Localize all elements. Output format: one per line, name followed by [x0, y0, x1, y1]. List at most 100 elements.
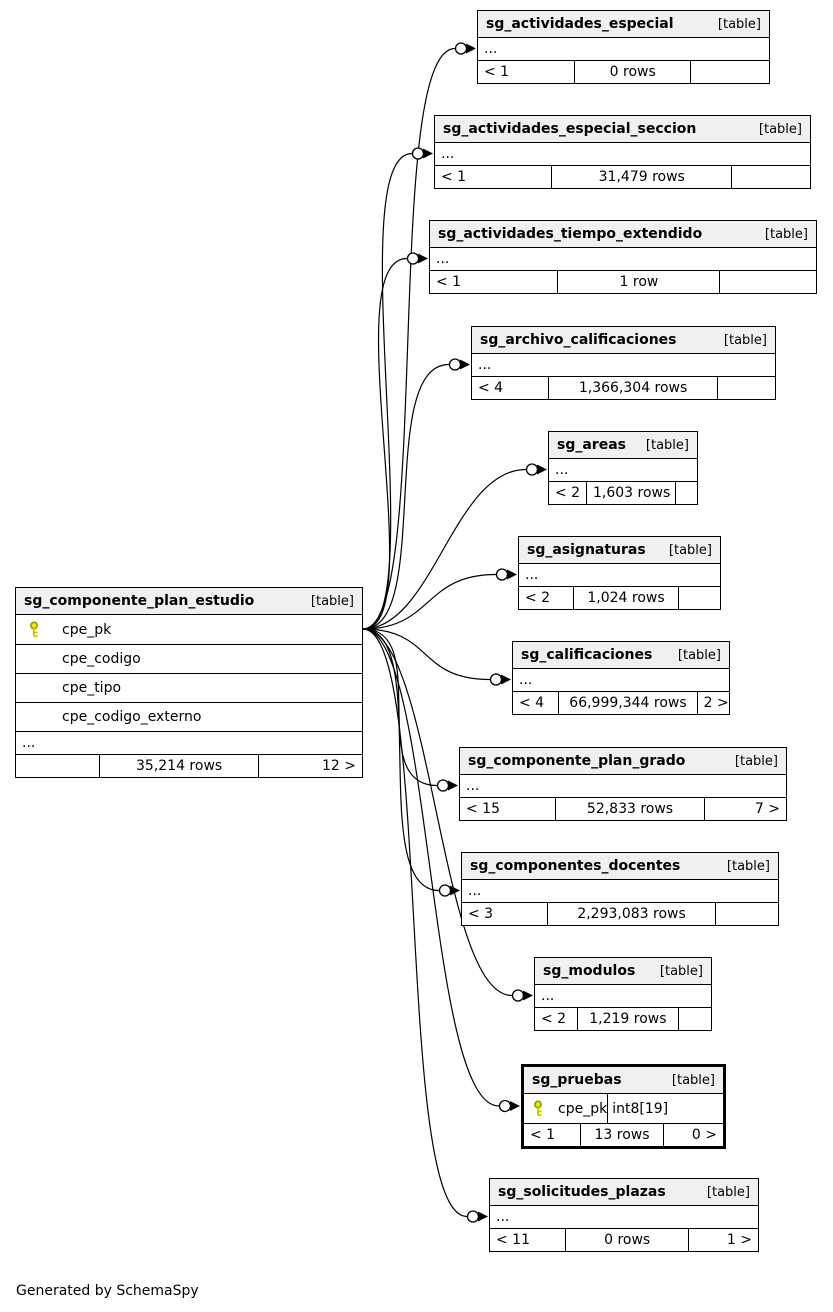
- table-name[interactable]: sg_areas: [557, 437, 626, 453]
- table-footer: < 1 31,479 rows: [435, 166, 810, 188]
- row-count: 0 rows: [565, 1229, 688, 1251]
- table-sg_componente_plan_grado[interactable]: sg_componente_plan_grado [table] ... < 1…: [459, 747, 787, 821]
- table-sg_actividades_especial[interactable]: sg_actividades_especial [table] ... < 1 …: [477, 10, 770, 84]
- table-name[interactable]: sg_modulos: [543, 963, 636, 979]
- table-header: sg_areas [table]: [549, 432, 697, 459]
- column-name: cpe_tipo: [62, 680, 122, 696]
- table-name[interactable]: sg_actividades_tiempo_extendido: [438, 226, 703, 242]
- table-footer: 35,214 rows 12 >: [16, 755, 362, 777]
- child-count: 12 >: [258, 755, 362, 777]
- columns-ellipsis: ...: [519, 564, 720, 587]
- parent-count: < 2: [555, 485, 581, 501]
- child-count: 0 >: [663, 1124, 723, 1146]
- table-sg_areas[interactable]: sg_areas [table] ... < 2 1,603 rows: [548, 431, 698, 505]
- row-count: 52,833 rows: [554, 798, 705, 820]
- row-count: 13 rows: [579, 1124, 664, 1146]
- table-header: sg_actividades_tiempo_extendido [table]: [430, 221, 816, 248]
- table-name[interactable]: sg_componente_plan_grado: [468, 753, 686, 769]
- table-sg_actividades_especial_seccion[interactable]: sg_actividades_especial_seccion [table] …: [434, 115, 811, 189]
- columns-ellipsis: ...: [478, 38, 769, 61]
- table-type-tag: [table]: [668, 543, 712, 558]
- table-sg_componentes_docentes[interactable]: sg_componentes_docentes [table] ... < 3 …: [461, 852, 779, 926]
- table-footer: < 4 1,366,304 rows: [472, 377, 775, 399]
- row-count: 1,603 rows: [586, 482, 675, 504]
- table-header: sg_asignaturas [table]: [519, 537, 720, 564]
- child-count: [690, 61, 769, 83]
- table-type-tag: [table]: [726, 859, 770, 874]
- table-type-tag: [table]: [645, 438, 689, 453]
- table-header: sg_componente_plan_estudio [table]: [16, 588, 362, 615]
- table-type-tag: [table]: [310, 594, 354, 609]
- table-type-tag: [table]: [677, 648, 721, 663]
- table-header: sg_componente_plan_grado [table]: [460, 748, 786, 775]
- parent-count: < 3: [468, 906, 494, 922]
- table-sg_actividades_tiempo_extendido[interactable]: sg_actividades_tiempo_extendido [table] …: [429, 220, 817, 294]
- column-type: int8[19]: [607, 1094, 672, 1123]
- table-name[interactable]: sg_calificaciones: [521, 647, 653, 663]
- child-count: [714, 903, 778, 925]
- table-name[interactable]: sg_asignaturas: [527, 542, 646, 558]
- child-count: 1 >: [688, 1229, 758, 1251]
- table-sg_modulos[interactable]: sg_modulos [table] ... < 2 1,219 rows: [534, 957, 712, 1031]
- columns-ellipsis: ...: [549, 459, 697, 482]
- table-type-tag: [table]: [758, 122, 802, 137]
- columns-ellipsis: ...: [472, 354, 775, 377]
- table-name[interactable]: sg_componente_plan_estudio: [24, 593, 255, 609]
- table-name[interactable]: sg_archivo_calificaciones: [480, 332, 677, 348]
- parent-count: < 1: [441, 169, 467, 185]
- child-count: [719, 271, 816, 293]
- table-header: sg_modulos [table]: [535, 958, 711, 985]
- columns-ellipsis: ...: [430, 248, 816, 271]
- table-type-tag: [table]: [723, 333, 767, 348]
- generated-by-note: Generated by SchemaSpy: [16, 1283, 199, 1299]
- table-type-tag: [table]: [717, 17, 761, 32]
- parent-count: < 2: [525, 590, 551, 606]
- parent-count: < 4: [478, 380, 504, 396]
- columns-ellipsis: ...: [490, 1206, 758, 1229]
- table-name[interactable]: sg_componentes_docentes: [470, 858, 681, 874]
- table-name[interactable]: sg_solicitudes_plazas: [498, 1184, 666, 1200]
- column-row-cpe_tipo[interactable]: cpe_tipo: [16, 674, 362, 703]
- parent-count: < 15: [466, 801, 500, 817]
- table-sg_calificaciones[interactable]: sg_calificaciones [table] ... < 4 66,999…: [512, 641, 730, 715]
- row-count: 1,366,304 rows: [547, 377, 718, 399]
- table-footer: < 1 1 row: [430, 271, 816, 293]
- columns-ellipsis: ...: [460, 775, 786, 798]
- row-count: 1 row: [557, 271, 719, 293]
- child-count: [717, 377, 775, 399]
- parent-count: < 1: [436, 274, 462, 290]
- column-name: cpe_pk: [558, 1100, 608, 1117]
- table-sg_asignaturas[interactable]: sg_asignaturas [table] ... < 2 1,024 row…: [518, 536, 721, 610]
- row-count: 35,214 rows: [99, 755, 258, 777]
- table-name[interactable]: sg_pruebas: [532, 1072, 622, 1088]
- column-name: cpe_codigo: [62, 651, 141, 667]
- table-header: sg_actividades_especial_seccion [table]: [435, 116, 810, 143]
- column-row-cpe_codigo_externo[interactable]: cpe_codigo_externo: [16, 703, 362, 732]
- row-count: 2,293,083 rows: [547, 903, 714, 925]
- table-footer: < 4 66,999,344 rows 2 >: [513, 692, 729, 714]
- columns-ellipsis: ...: [462, 880, 778, 903]
- table-footer: < 11 0 rows 1 >: [490, 1229, 758, 1251]
- table-sg_pruebas[interactable]: sg_pruebas [table] cpe_pk int8[19] < 1 1…: [521, 1064, 726, 1149]
- child-count: [674, 482, 697, 504]
- column-row-cpe_codigo[interactable]: cpe_codigo: [16, 645, 362, 674]
- table-name[interactable]: sg_actividades_especial: [486, 16, 674, 32]
- table-header: sg_actividades_especial [table]: [478, 11, 769, 38]
- column-row-cpe_pk[interactable]: cpe_pk int8[19]: [524, 1094, 723, 1124]
- table-type-tag: [table]: [764, 227, 808, 242]
- table-sg_solicitudes_plazas[interactable]: sg_solicitudes_plazas [table] ... < 11 0…: [489, 1178, 759, 1252]
- table-name[interactable]: sg_actividades_especial_seccion: [443, 121, 697, 137]
- column-name: cpe_codigo_externo: [62, 709, 202, 725]
- parent-count: < 1: [484, 64, 510, 80]
- parent-count: < 2: [541, 1011, 567, 1027]
- primary-key-icon: [524, 1100, 558, 1117]
- table-header: sg_calificaciones [table]: [513, 642, 729, 669]
- table-sg_componente_plan_estudio[interactable]: sg_componente_plan_estudio [table] cpe_p…: [15, 587, 363, 778]
- columns-ellipsis: ...: [513, 669, 729, 692]
- child-count: [677, 1008, 711, 1030]
- table-sg_archivo_calificaciones[interactable]: sg_archivo_calificaciones [table] ... < …: [471, 326, 776, 400]
- parent-count: [16, 755, 99, 777]
- column-row-cpe_pk[interactable]: cpe_pk: [16, 615, 362, 645]
- table-header: sg_pruebas [table]: [524, 1067, 723, 1094]
